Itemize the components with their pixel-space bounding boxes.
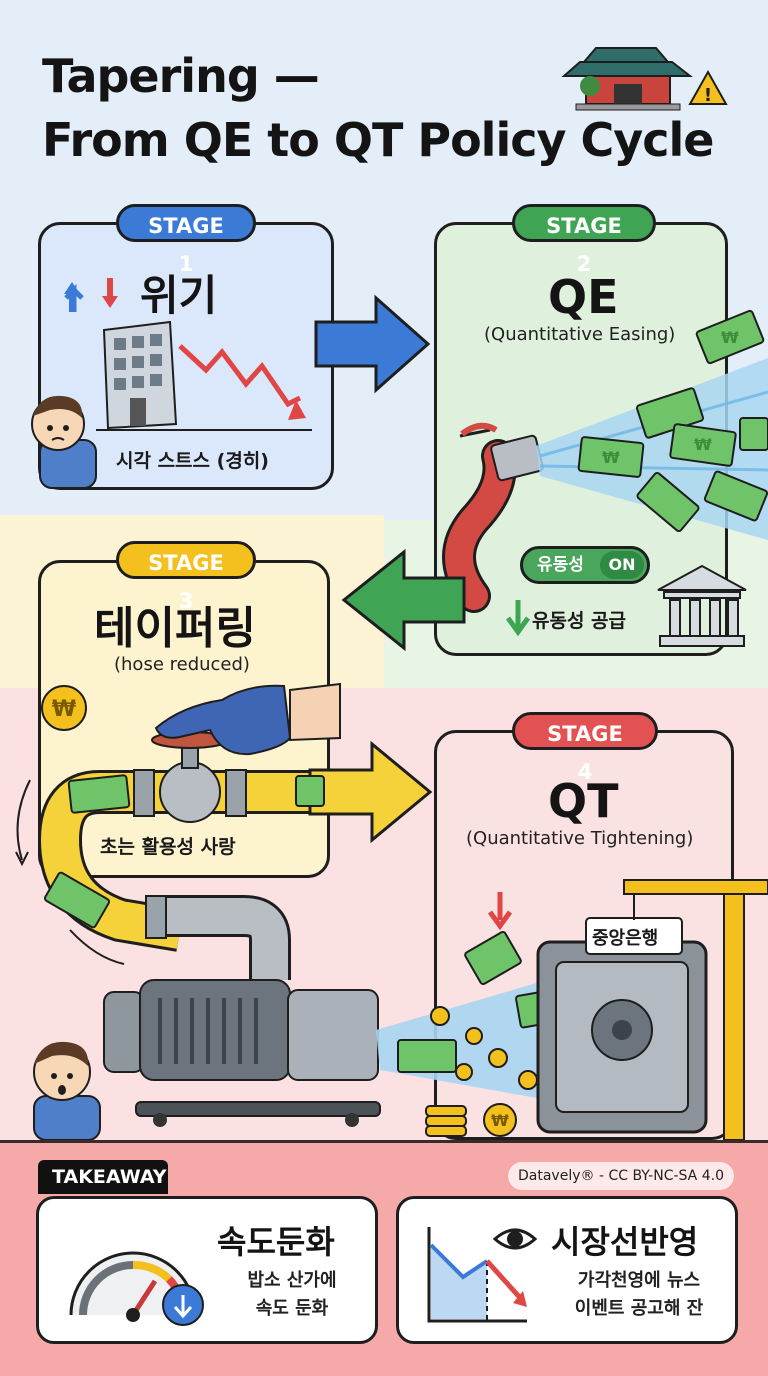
takeaway-2-line-2: 이벤트 공고해 잔 — [574, 1298, 704, 1319]
title-line-1: Tapering — — [42, 49, 320, 103]
stage-1-badge: STAGE 1 — [116, 204, 256, 276]
svg-text:₩: ₩ — [694, 435, 712, 454]
down-arrow-icon — [505, 600, 531, 637]
arrow-stage1-to-stage2 — [314, 294, 431, 394]
up-down-arrows-icon — [64, 278, 118, 312]
worried-man-icon — [31, 395, 97, 489]
vault-icon — [536, 917, 708, 1134]
stage-1-heading: 위기 — [140, 271, 218, 320]
eye-icon — [493, 1228, 537, 1250]
takeaway-1-text: 밥소 산가에 속도 둔화 — [217, 1267, 367, 1323]
title-line-2: From QE to QT Policy Cycle — [42, 113, 714, 167]
svg-text:₩: ₩ — [52, 697, 76, 722]
credit-badge: Datavely® - CC BY-NC-SA 4.0 — [508, 1162, 734, 1190]
stage-4-subtitle: (Quantitative Tightening) — [466, 828, 694, 849]
gloved-hand-icon — [154, 682, 341, 756]
takeaway-2-heading: 시장선반영 — [551, 1223, 699, 1261]
speedometer-icon — [69, 1251, 204, 1326]
takeaway-card-1: 속도둔화 밥소 산가에 속도 둔화 — [36, 1196, 378, 1344]
stage-3-caption: 초는 활용성 사랑 — [100, 836, 236, 858]
stage-2-subtitle: (Quantitative Easing) — [484, 324, 676, 345]
crane-icon — [623, 879, 768, 1141]
takeaway-1-line-1: 밥소 산가에 — [247, 1270, 337, 1291]
valve-icon — [133, 731, 247, 823]
palace-icon — [561, 47, 693, 111]
liquidity-toggle-state: ON — [600, 551, 644, 579]
arrow-stage3-to-stage4 — [308, 740, 433, 844]
vault-label: 중앙은행 — [592, 928, 659, 949]
svg-text:₩: ₩ — [491, 1111, 509, 1130]
stage-2-badge: STAGE 2 — [512, 204, 656, 276]
liquidity-toggle-label: 유동성 — [537, 555, 584, 575]
falling-chart-icon — [427, 1227, 527, 1323]
takeaway-label: TAKEAWAY — [38, 1160, 168, 1194]
stage-2-caption: 유동성 공급 — [532, 610, 627, 632]
svg-text:₩: ₩ — [721, 328, 739, 347]
stage-3-badge: STAGE 3 — [116, 541, 256, 613]
liquidity-toggle[interactable]: 유동성 ON — [520, 546, 650, 584]
arrow-stage2-to-stage3 — [341, 548, 466, 652]
stage-1-caption: 시각 스트스 (경히) — [116, 450, 269, 472]
takeaway-1-line-2: 속도 둔화 — [255, 1298, 329, 1319]
banknote-icons — [577, 309, 768, 533]
won-coin-icon: ₩ — [41, 685, 87, 731]
pump-machine-icon — [103, 895, 381, 1127]
stage-4-badge: STAGE 4 — [512, 712, 658, 784]
stage-4-heading: QT — [548, 774, 619, 828]
takeaway-2-line-1: 가각천영에 뉴스 — [577, 1270, 701, 1291]
takeaway-1-heading: 속도둔화 — [217, 1223, 335, 1261]
won-sign: ₩ — [602, 448, 620, 467]
takeaway-card-2: 시장선반영 가각천영에 뉴스 이벤트 공고해 잔 — [396, 1196, 738, 1344]
worried-man-2-icon — [33, 1041, 101, 1141]
falling-trend-line — [178, 344, 302, 408]
stage-3-heading: 테이퍼링 — [94, 603, 256, 654]
bank-icon — [657, 564, 747, 647]
building-icon — [102, 320, 178, 430]
takeaway-2-text: 가각천영에 뉴스 이벤트 공고해 잔 — [549, 1267, 729, 1323]
warning-icon: ! — [688, 69, 728, 106]
svg-text:!: ! — [704, 85, 712, 106]
hose-icon — [442, 422, 544, 613]
page-title: Tapering — From QE to QT Policy Cycle — [42, 44, 714, 172]
stage-3-subtitle: (hose reduced) — [114, 654, 250, 675]
stage-2-heading: QE — [548, 270, 619, 324]
